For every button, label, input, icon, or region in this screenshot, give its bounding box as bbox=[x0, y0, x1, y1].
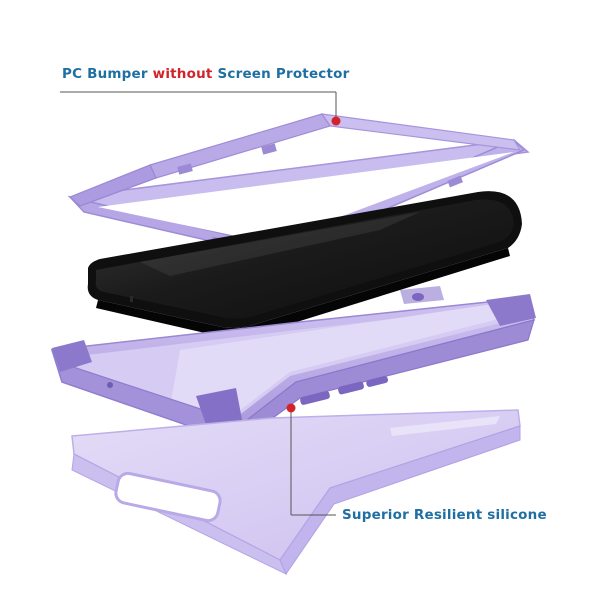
callout-bumper-part3: Screen Protector bbox=[212, 66, 350, 82]
silicone-inner-case bbox=[50, 286, 536, 449]
leader-line-bumper bbox=[60, 91, 341, 126]
callout-silicone-label: Superior Resilient silicone bbox=[342, 507, 547, 523]
callout-bumper-label: PC Bumper without Screen Protector bbox=[62, 66, 350, 82]
leader-line-silicone bbox=[286, 403, 336, 516]
phone bbox=[87, 191, 522, 338]
silicone-back-plate bbox=[71, 409, 521, 576]
pc-bumper-frame bbox=[67, 113, 530, 258]
callout-bumper-part1: PC Bumper bbox=[62, 66, 153, 82]
callout-dot-bumper bbox=[331, 116, 341, 126]
callout-dot-silicone bbox=[286, 403, 296, 413]
callout-bumper-accent: without bbox=[152, 66, 213, 82]
